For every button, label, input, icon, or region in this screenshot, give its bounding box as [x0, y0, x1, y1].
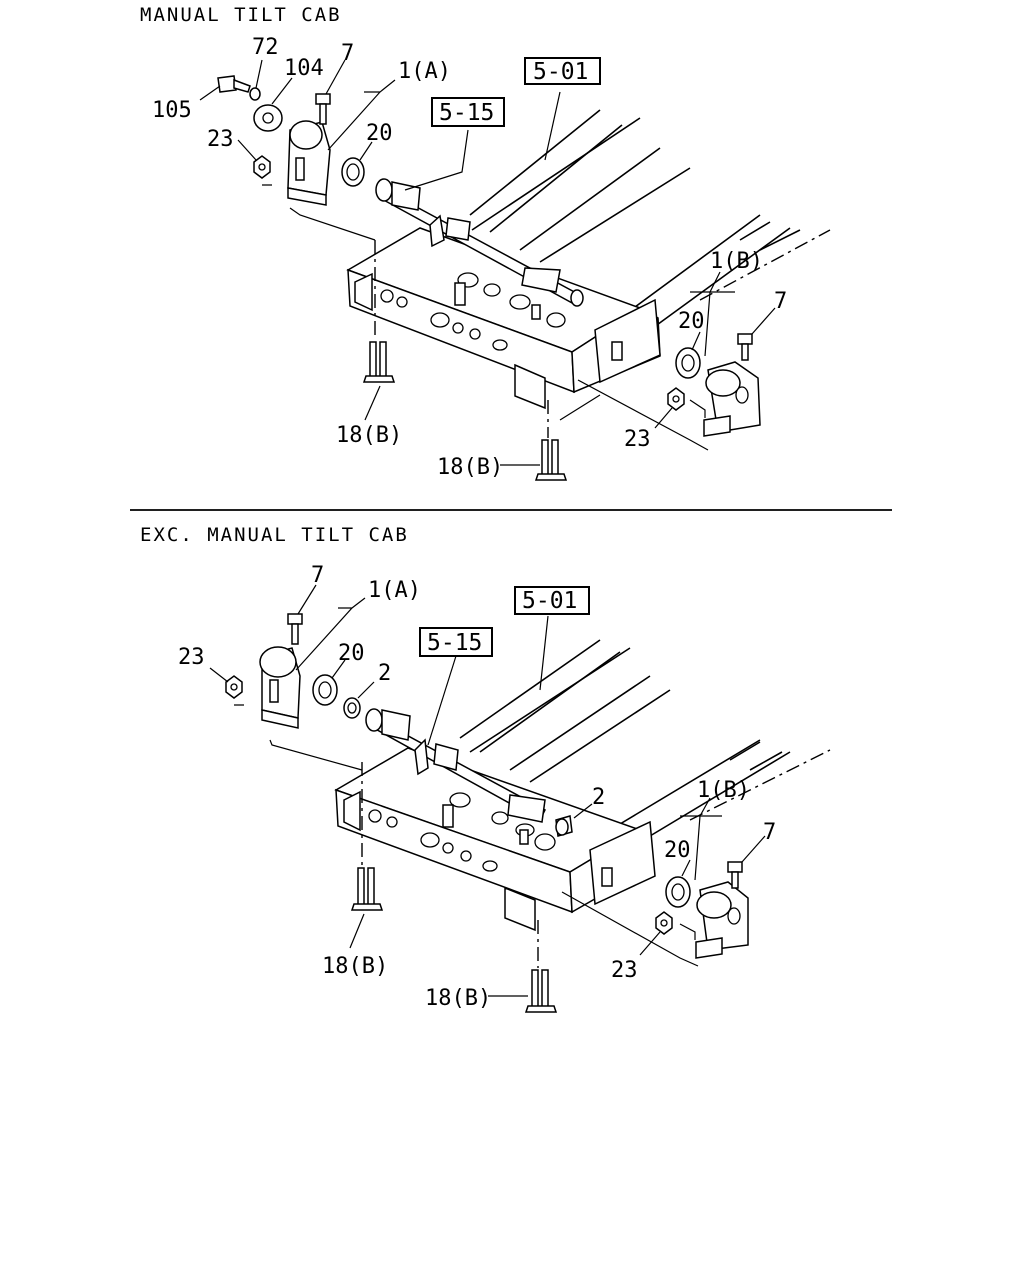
section-title: MANUAL TILT CAB	[140, 4, 342, 26]
section-manual-tilt-cab: MANUAL TILT CAB	[140, 4, 831, 481]
part-label: 7	[311, 563, 324, 588]
ref-box-frame	[524, 57, 601, 85]
part-label: 20	[664, 838, 691, 863]
cross-member	[334, 747, 656, 932]
ref-box-5-15: 5-15	[419, 627, 493, 657]
right-bracket-assembly	[577, 333, 761, 451]
part-label: 7	[763, 820, 776, 845]
part-label: 7	[341, 41, 354, 66]
tilt-shaft	[375, 178, 584, 307]
tilt-shaft	[365, 708, 573, 837]
part-label: 20	[366, 121, 393, 146]
part-label: 18(B)	[425, 986, 491, 1011]
part-label: 7	[774, 289, 787, 314]
part-label: 1(A)	[398, 59, 451, 84]
part-label: 1(A)	[368, 578, 421, 603]
part-label: 72	[252, 35, 279, 60]
ref-box-5-01: 5-01	[524, 57, 601, 85]
part-label: 23	[624, 427, 651, 452]
part-label: 1(B)	[710, 249, 763, 274]
part-label: 2	[378, 661, 391, 686]
left-bracket-assembly	[217, 75, 376, 241]
ref-box-frame	[431, 97, 505, 127]
section-title: EXC. MANUAL TILT CAB	[140, 524, 409, 546]
cross-member	[346, 227, 661, 421]
part-label: 20	[678, 309, 705, 334]
left-bracket-assembly	[225, 613, 363, 771]
part-label: 105	[152, 98, 192, 123]
stud-18b-right	[534, 400, 568, 481]
frame-rails	[469, 109, 831, 331]
part-label: 23	[178, 645, 205, 670]
part-label: 20	[338, 641, 365, 666]
ref-label: 5-15	[427, 630, 482, 656]
ref-box-frame	[419, 627, 493, 657]
ref-label: 5-15	[439, 100, 494, 126]
stud-18b-left	[350, 762, 384, 911]
part-label: 18(B)	[322, 954, 388, 979]
ref-box-5-15: 5-15	[431, 97, 505, 127]
part-label: 18(B)	[336, 423, 402, 448]
part-label: 1(B)	[697, 778, 750, 803]
ref-label: 5-01	[533, 59, 588, 85]
part-label: 23	[611, 958, 638, 983]
ref-label: 5-01	[522, 588, 577, 614]
ref-box-5-01: 5-01	[514, 586, 590, 615]
part-label: 104	[284, 56, 324, 81]
stud-18b-left	[362, 240, 396, 383]
frame-rails	[459, 639, 831, 843]
stud-18b-right	[524, 920, 558, 1013]
part-label: 18(B)	[437, 455, 503, 480]
part-label: 2	[592, 785, 605, 810]
ref-box-frame	[514, 586, 590, 615]
right-bracket-assembly	[561, 861, 749, 967]
leader-lines	[199, 59, 776, 466]
leader-lines	[209, 584, 766, 997]
part-label: 23	[207, 127, 234, 152]
section-exc-manual-tilt-cab: EXC. MANUAL TILT CAB	[140, 524, 831, 1013]
